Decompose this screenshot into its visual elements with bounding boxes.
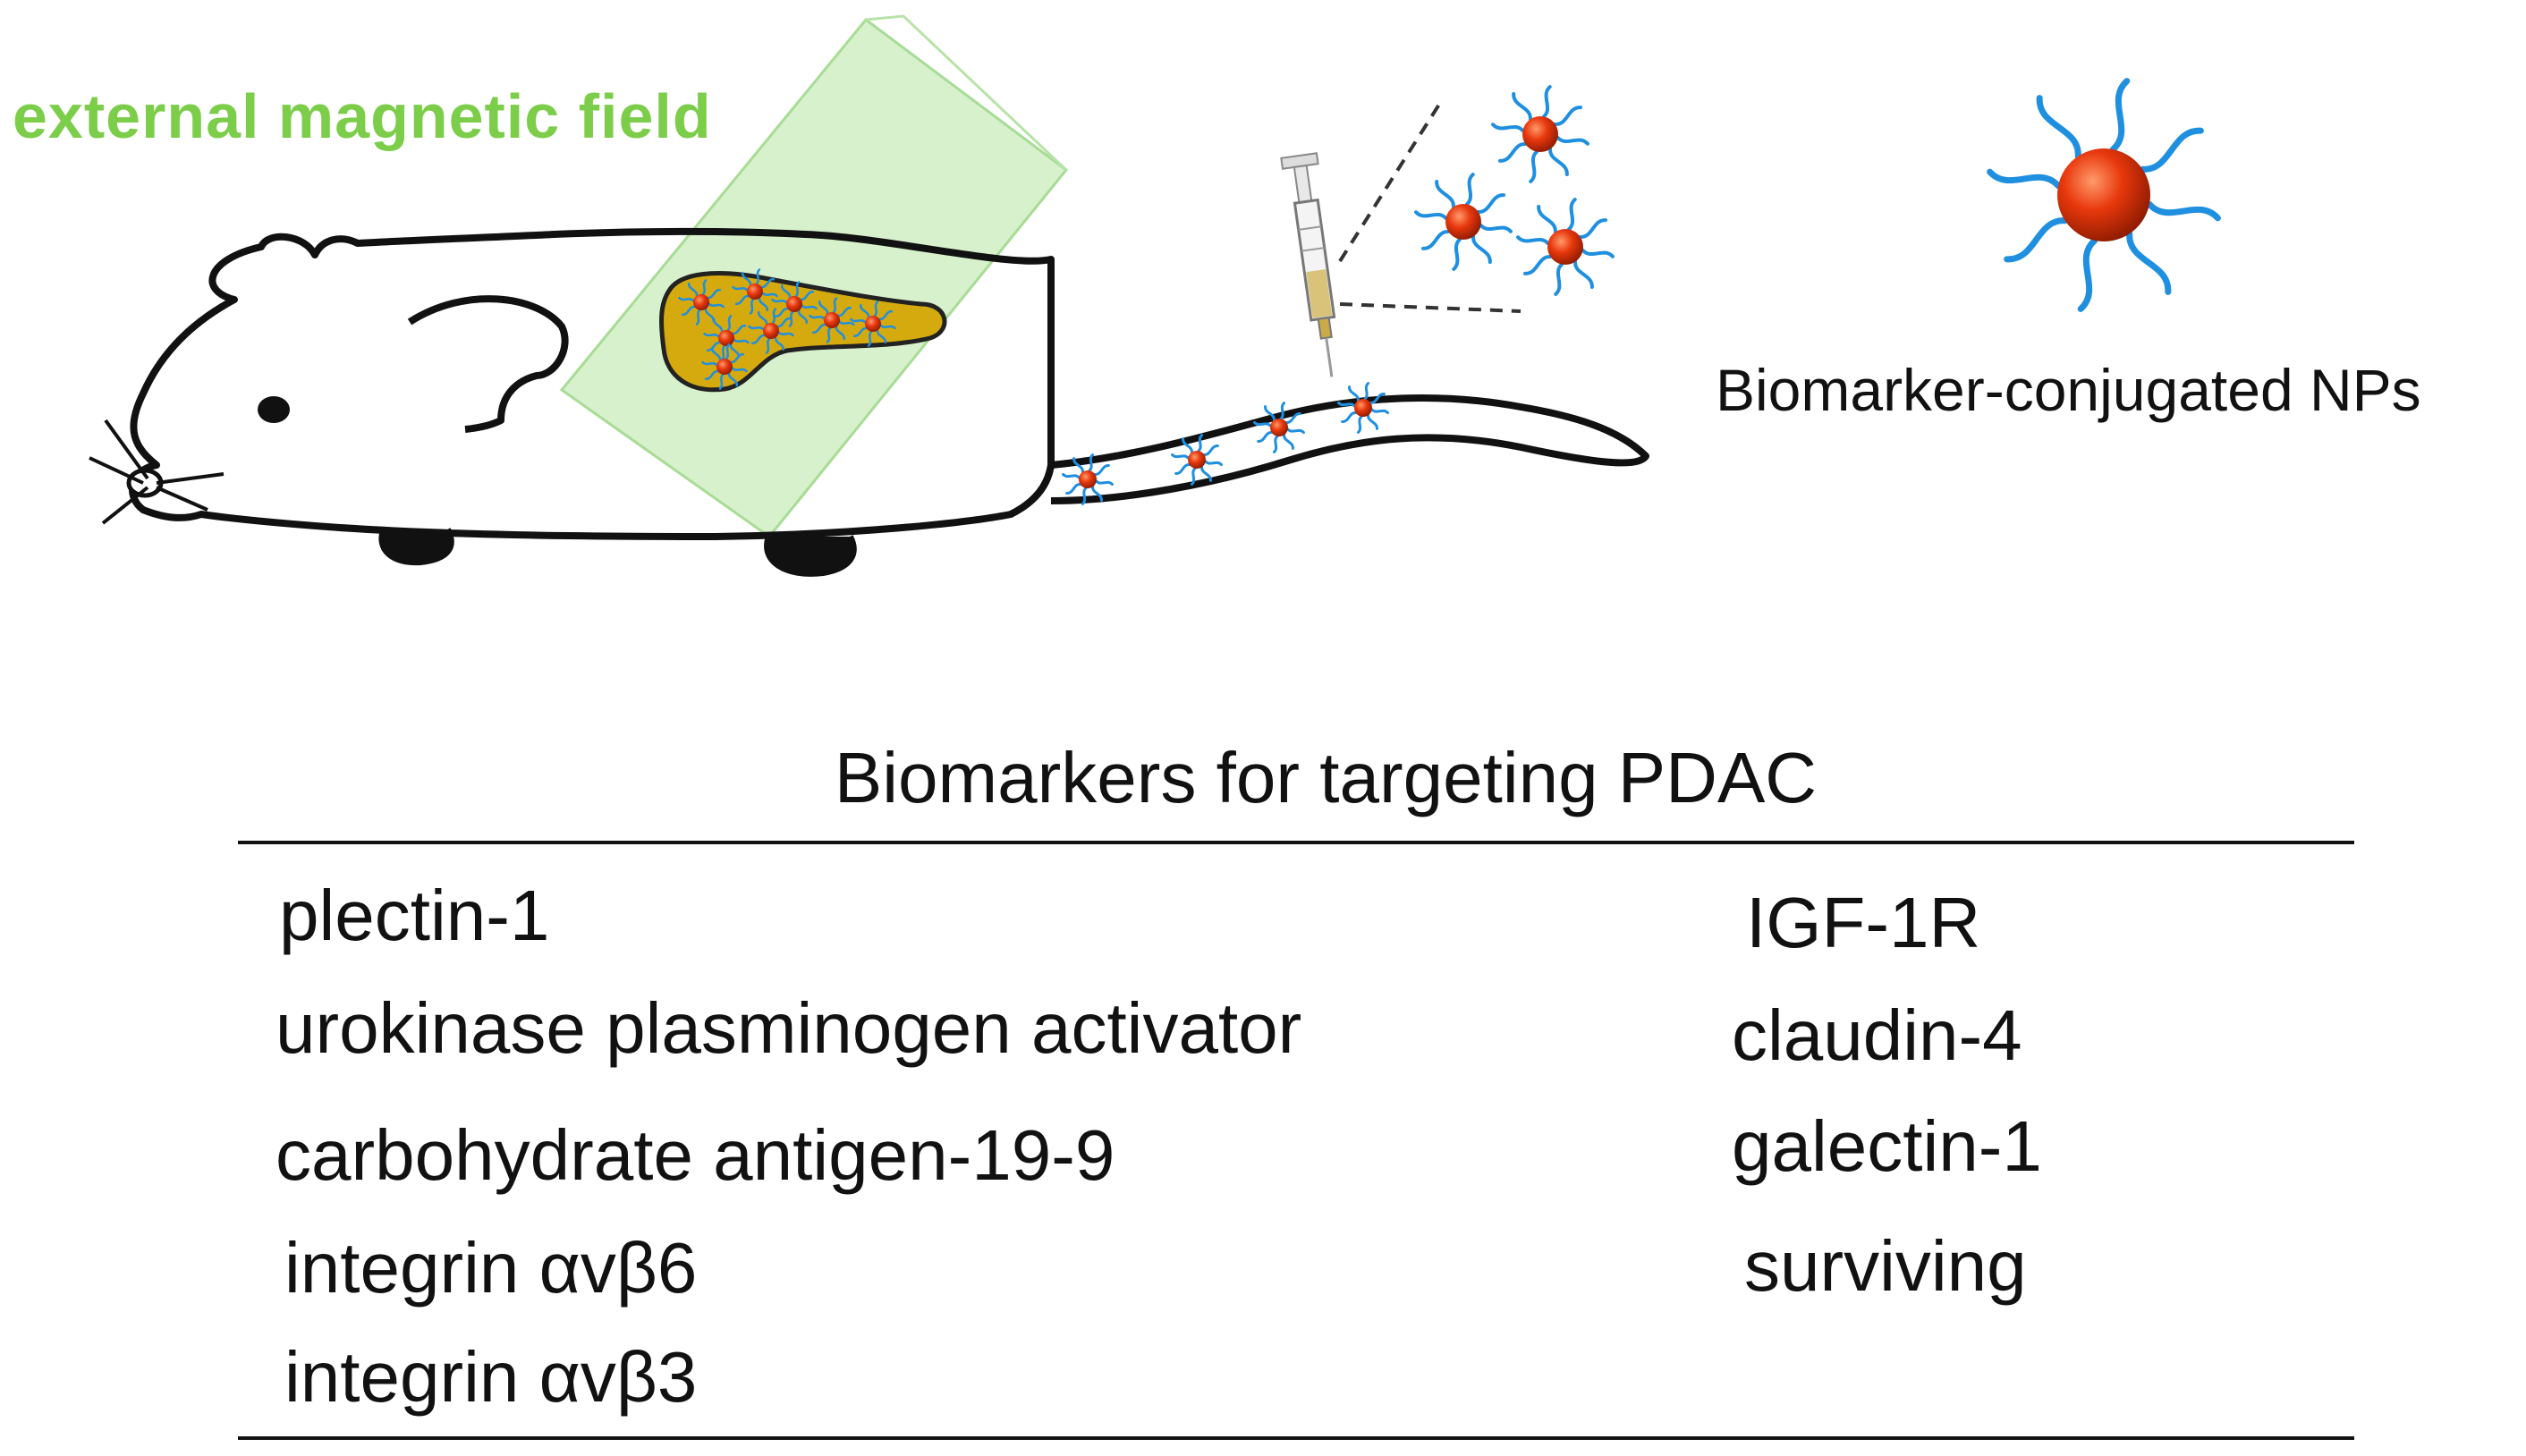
- pancreas-tumor: [659, 271, 947, 393]
- nanoparticle-icon: [1516, 198, 1615, 296]
- table-top-rule: [238, 841, 2354, 844]
- nanoparticle-caption: Biomarker-conjugated NPs: [1716, 357, 2421, 423]
- tumor-nanoparticle-icon: [850, 301, 896, 347]
- biomarker-right-4: surviving: [1744, 1226, 2027, 1306]
- mouse-eye: [258, 396, 290, 423]
- tail-nanoparticle-icon: [1062, 453, 1114, 505]
- table-bottom-rule: [238, 1436, 2354, 1440]
- tumor-nanoparticle-icon: [748, 308, 794, 354]
- biomarker-left-2: urokinase plasminogen activator: [275, 988, 1302, 1068]
- tumor-nanoparticle-icon: [703, 315, 750, 361]
- tail-nanoparticle-icon: [1253, 402, 1305, 453]
- biomarker-right-1: IGF-1R: [1746, 883, 1981, 962]
- nanoparticle-large-icon: [1987, 78, 2221, 312]
- tumor-nanoparticle-icon: [771, 281, 818, 327]
- tail-nanoparticle-icon: [1337, 382, 1389, 434]
- mouse-whiskers: [89, 419, 225, 525]
- biomarker-left-5: integrin αvβ3: [284, 1337, 698, 1417]
- biomarker-right-3: galectin-1: [1732, 1106, 2042, 1186]
- tumor-nanoparticle-icon: [732, 268, 778, 315]
- tumor-nanoparticle-icon: [701, 343, 748, 390]
- biomarker-left-1: plectin-1: [279, 876, 550, 955]
- nanoparticle-icon: [1414, 173, 1513, 271]
- mouse-illustration: [129, 228, 1649, 577]
- tail-nanoparticle-icon: [1171, 434, 1223, 486]
- biomarker-left-3: carbohydrate antigen-19-9: [275, 1115, 1115, 1195]
- tumor-nanoparticle-icon: [678, 279, 725, 326]
- nanoparticle-icon: [1491, 85, 1589, 183]
- biomarker-right-2: claudin-4: [1732, 995, 2022, 1075]
- magnetic-field-label: external magnetic field: [13, 81, 712, 151]
- tumor-nanoparticle-icon: [809, 297, 855, 343]
- biomarker-left-4: integrin αvβ6: [284, 1228, 698, 1308]
- syringe-icon: [1280, 152, 1336, 377]
- biomarker-table-title: Biomarkers for targeting PDAC: [834, 738, 1818, 817]
- zoom-lines: [1338, 98, 1522, 313]
